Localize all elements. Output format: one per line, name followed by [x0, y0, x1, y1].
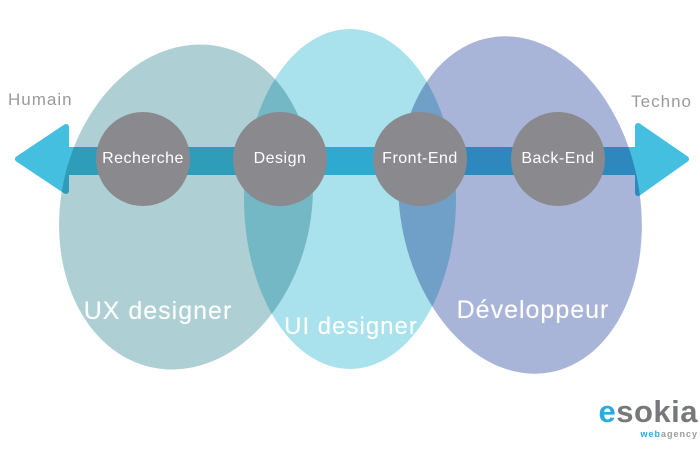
skill-label-recherche: Recherche: [102, 150, 184, 167]
skill-node-recherche: [96, 112, 190, 206]
axis-label-humain: Humain: [8, 90, 73, 109]
skill-label-back-end: Back-End: [521, 150, 595, 167]
logo-brand: esokia: [598, 394, 698, 429]
skill-node-back-end: [511, 112, 605, 206]
logo-brand-e: e: [598, 394, 617, 429]
role-label-ux-designer: UX designer: [83, 297, 233, 325]
human-techno-axis-arrow: [15, 123, 689, 196]
skill-label-design: Design: [253, 150, 307, 167]
skill-node-front-end: [373, 112, 467, 206]
axis-label-techno: Techno: [631, 92, 692, 111]
logo-tagline: webagency: [566, 430, 698, 439]
role-label-ui-designer: UI designer: [284, 313, 418, 340]
logo-tagline-web: web: [640, 429, 661, 439]
skill-label-front-end: Front-End: [382, 150, 458, 167]
esokia-logo: esokia webagency: [566, 396, 698, 439]
logo-tagline-agency: agency: [660, 429, 698, 439]
skill-node-design: [233, 112, 327, 206]
role-label-developpeur: Développeur: [456, 296, 610, 324]
logo-brand-sokia: sokia: [616, 394, 698, 429]
ui-designer-ellipse: [244, 29, 456, 369]
